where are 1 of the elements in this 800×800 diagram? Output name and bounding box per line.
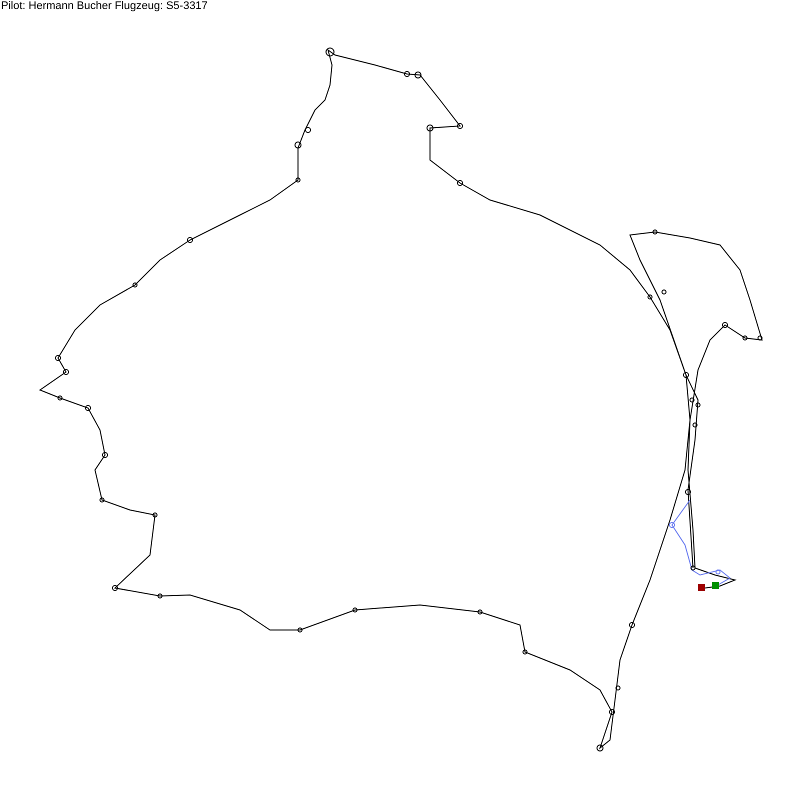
flight-title: Pilot: Hermann Bucher Flugzeug: S5-3317 bbox=[1, 0, 208, 12]
